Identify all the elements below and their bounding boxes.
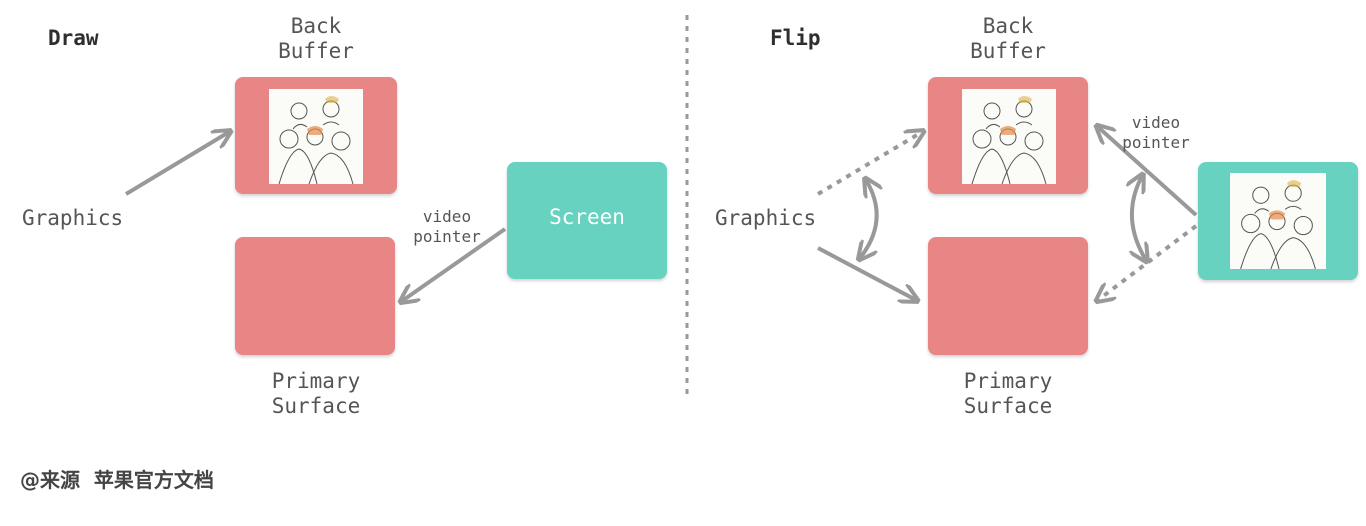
flip-backbuffer-box	[928, 77, 1088, 194]
draw-graphics-label: Graphics	[22, 206, 124, 230]
draw-video-pointer-line2: pointer	[413, 227, 481, 246]
dotted-arrow-screen-to-primary	[1098, 224, 1198, 300]
flip-backbuffer-label-line2: Buffer	[970, 39, 1046, 63]
flip-primary-label-line1: Primary	[963, 369, 1053, 393]
arrow-screen-to-primary	[402, 227, 507, 301]
flip-backbuffer-label: Back Buffer	[928, 14, 1088, 64]
draw-primary-surface-box	[235, 237, 395, 355]
draw-video-pointer-label: video pointer	[412, 207, 482, 247]
illustration-image	[1230, 173, 1326, 269]
draw-screen-box: Screen	[507, 162, 667, 279]
illustration-image	[269, 89, 363, 184]
flip-title: Flip	[770, 26, 821, 50]
draw-backbuffer-label-line1: Back	[290, 14, 342, 38]
draw-video-pointer-line1: video	[422, 207, 472, 226]
flip-primary-label-line2: Surface	[963, 394, 1053, 418]
flip-screen-box	[1198, 162, 1358, 280]
flip-video-pointer-line1: video	[1131, 113, 1181, 132]
curved-double-arrow-right	[1132, 176, 1146, 260]
curved-double-arrow-left	[860, 180, 877, 258]
dotted-arrow-graphics-to-backbuffer	[816, 132, 922, 196]
draw-primary-label-line2: Surface	[271, 394, 361, 418]
flip-video-pointer-label: video pointer	[1120, 113, 1192, 153]
flip-backbuffer-label-line1: Back	[982, 14, 1034, 38]
flip-video-pointer-line2: pointer	[1122, 133, 1190, 152]
arrow-graphics-to-backbuffer	[124, 132, 229, 196]
draw-primary-surface-label: Primary Surface	[236, 369, 396, 419]
draw-backbuffer-label: Back Buffer	[236, 14, 396, 64]
illustration-image	[962, 89, 1056, 184]
draw-primary-label-line1: Primary	[271, 369, 361, 393]
flip-graphics-label: Graphics	[715, 206, 817, 230]
arrow-graphics-to-primary	[817, 246, 916, 300]
draw-backbuffer-box	[235, 77, 397, 194]
draw-title: Draw	[48, 26, 99, 50]
flip-primary-surface-box	[928, 237, 1088, 355]
draw-backbuffer-label-line2: Buffer	[278, 39, 354, 63]
flip-primary-surface-label: Primary Surface	[928, 369, 1088, 419]
source-caption: @来源 苹果官方文档	[20, 468, 214, 492]
